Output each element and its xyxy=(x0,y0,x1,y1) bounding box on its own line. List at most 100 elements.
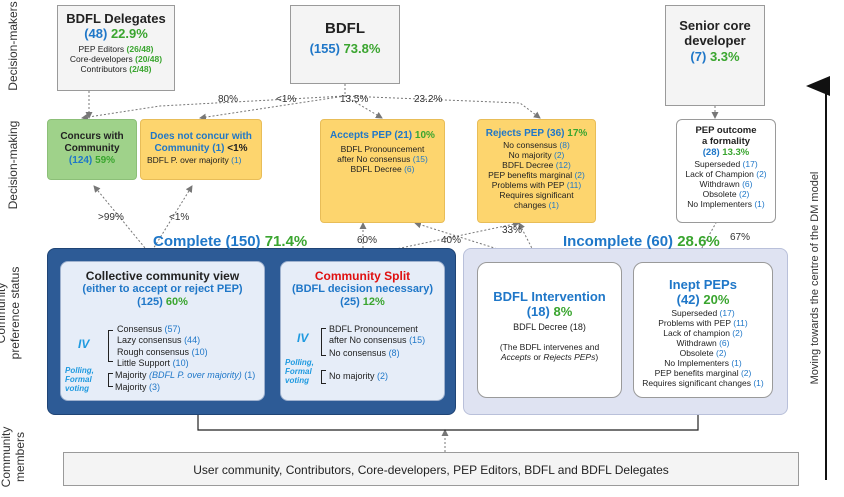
split-line-2-value: (15) xyxy=(409,335,426,346)
collective-poll-1: Polling, xyxy=(65,366,94,375)
inept-count: (42) xyxy=(676,292,700,308)
not-concur-title-2a: Community xyxy=(154,142,210,154)
collective-majority-over-note: (BDFL P. over majority) xyxy=(149,370,242,380)
formality-row: Lack of Champion (2) xyxy=(677,169,775,179)
formality-row-label: Obsolete xyxy=(702,188,737,199)
collective-title: Collective community view xyxy=(85,269,240,283)
rejects-row-value: (12) xyxy=(555,159,571,170)
accepts-box: Accepts PEP (21) 10% BDFL Pronouncement … xyxy=(320,119,445,223)
bdfl-title: BDFL xyxy=(325,20,365,37)
edge-label-80: 80% xyxy=(218,94,239,105)
collective-majority-over-label: Majority xyxy=(115,370,147,380)
collective-bracket-2 xyxy=(108,373,113,387)
formality-row-label: No Implementers xyxy=(687,198,752,209)
delegates-row: PEP Editors (26/48) xyxy=(58,44,174,54)
rejects-row-label: PEP benefits marginal xyxy=(488,169,573,180)
accepts-line-2-value: (15) xyxy=(412,153,428,164)
split-line-3: No consensus (8) xyxy=(329,348,425,359)
edge-label-99: >99% xyxy=(98,212,124,223)
side-label: Moving towards the centre of the DM mode… xyxy=(809,171,821,385)
concurs-title-2: Community xyxy=(64,142,120,154)
split-line-4-value: (2) xyxy=(377,371,389,381)
delegates-box: BDFL Delegates (48) 22.9% PEP Editors (2… xyxy=(57,5,175,91)
incomplete-header: Incomplete (60) 28.6% xyxy=(563,233,720,250)
rejects-row: No majority (2) xyxy=(478,150,595,160)
collective-box: Collective community view (either to acc… xyxy=(60,261,265,401)
rejects-last-value: (1) xyxy=(548,199,559,210)
accepts-line-1: BDFL Pronouncement xyxy=(340,143,425,154)
intervention-note-accepts: Accepts xyxy=(500,352,532,363)
collective-row-label: Little Support xyxy=(117,357,171,368)
formality-row-label: Withdrawn xyxy=(699,178,740,189)
collective-stat: (125) 60% xyxy=(61,296,264,309)
split-pct: 12% xyxy=(362,296,385,309)
senior-box: Senior core developer (7) 3.3% xyxy=(665,5,765,106)
collective-poll: Polling, Formal voting xyxy=(65,366,94,394)
inept-row-label: No Implementers xyxy=(664,357,729,368)
split-poll-2: Formal xyxy=(285,367,312,377)
complete-label: Complete xyxy=(153,233,222,250)
row-label-pref-1: Community xyxy=(0,282,8,344)
not-concur-pct: <1% xyxy=(227,142,248,154)
accepts-pct: 10% xyxy=(414,130,435,141)
formality-row: Obsolete (2) xyxy=(677,189,775,199)
inept-row-value: (1) xyxy=(731,357,742,368)
inept-row-label: Withdrawn xyxy=(676,337,717,348)
inept-row: No Implementers (1) xyxy=(634,358,772,368)
accepts-line-3-value: (6) xyxy=(404,163,415,174)
inept-row: Lack of champion (2) xyxy=(634,328,772,338)
intervention-note-close: ) xyxy=(595,352,599,363)
row-label-decision-makers: Decision-makers xyxy=(6,1,20,91)
formality-row-value: (17) xyxy=(742,158,758,169)
rejects-row-value: (2) xyxy=(574,169,585,180)
inept-row: Withdrawn (6) xyxy=(634,338,772,348)
rejects-row: No consensus (8) xyxy=(478,140,595,150)
split-line-2: after No consensus (15) xyxy=(329,335,425,346)
inept-row-value: (2) xyxy=(740,367,752,378)
delegates-row-value: (26/48) xyxy=(126,43,154,54)
inept-row-value: (2) xyxy=(732,327,743,338)
collective-row-label: Consensus xyxy=(117,324,163,334)
delegates-count: (48) xyxy=(84,26,108,42)
edge-label-23-2: 23.2% xyxy=(414,94,443,105)
delegates-row-label: Contributors xyxy=(80,63,127,74)
not-concur-sub: BDFL P. over majority (1) xyxy=(141,155,261,165)
collective-majority-value: (3) xyxy=(149,382,161,392)
rejects-row-label: No majority xyxy=(508,149,552,160)
row-label-members-1: Community xyxy=(0,426,13,488)
collective-iv: IV xyxy=(78,337,90,351)
rejects-row-label: Problems with PEP xyxy=(491,179,565,190)
edge-label-13-5: 13.5% xyxy=(340,94,369,105)
concurs-pct: 59% xyxy=(95,154,116,166)
not-concur-title-1: Does not concur with xyxy=(150,131,252,142)
incomplete-pct: 28.6% xyxy=(677,233,720,250)
edge-label-67: 67% xyxy=(730,232,751,243)
accepts-line-3-label: BDFL Decree xyxy=(350,163,402,174)
inept-row-value: (2) xyxy=(716,347,727,358)
delegates-title: BDFL Delegates xyxy=(66,11,166,26)
accepts-count: (21) xyxy=(394,130,413,141)
senior-pct: 3.3% xyxy=(709,48,740,64)
delegates-stat: (48) 22.9% xyxy=(58,26,174,41)
intervention-pct: 8% xyxy=(553,304,573,320)
collective-row: Rough consensus (10) xyxy=(117,347,208,358)
split-line-4: No majority (2) xyxy=(329,371,388,382)
formality-pct: 13.3% xyxy=(722,147,750,159)
complete-header: Complete (150) 71.4% xyxy=(153,233,307,250)
formality-row-label: Lack of Champion xyxy=(685,168,754,179)
rejects-row-value: (11) xyxy=(566,179,582,190)
concurs-stat: (124) 59% xyxy=(48,155,136,167)
delegates-row-value: (2/48) xyxy=(129,63,152,74)
formality-row-value: (1) xyxy=(754,198,765,209)
delegates-pct: 22.9% xyxy=(110,26,148,42)
rejects-row: BDFL Decree (12) xyxy=(478,160,595,170)
bdfl-stat: (155) 73.8% xyxy=(291,41,399,56)
collective-pct: 60% xyxy=(165,296,188,309)
rejects-title-label: Rejects PEP xyxy=(485,128,544,139)
concurs-title-1: Concurs with xyxy=(60,131,124,142)
inept-title: Inept PEPs xyxy=(669,277,737,292)
inept-row-value: (6) xyxy=(719,337,730,348)
inept-row: Superseded (17) xyxy=(634,308,772,318)
senior-title-1: Senior core xyxy=(679,18,751,33)
